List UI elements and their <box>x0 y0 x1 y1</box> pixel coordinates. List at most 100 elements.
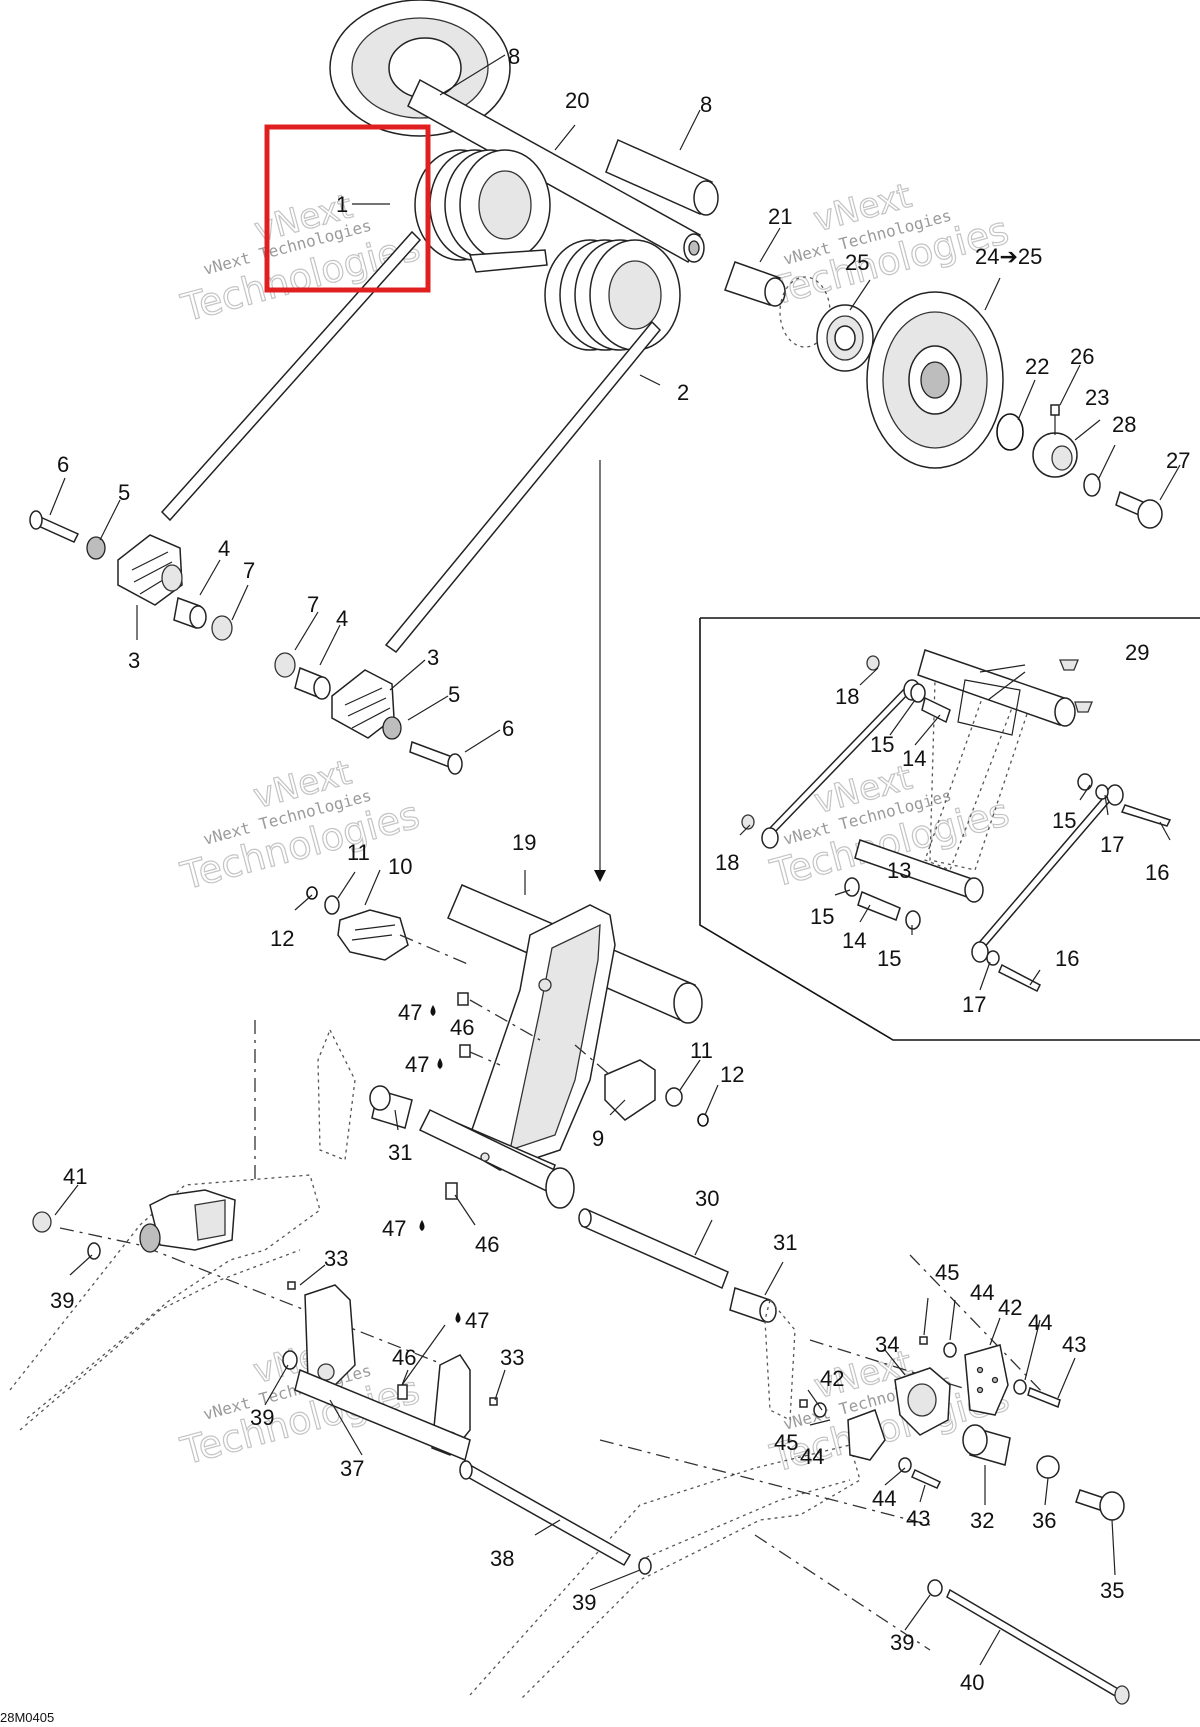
callout-18: 18 <box>835 684 859 709</box>
rear-arm-37 <box>294 1284 471 1462</box>
callout-22: 22 <box>1025 354 1049 379</box>
washer-11-left <box>324 895 340 915</box>
callout-43: 43 <box>1062 1332 1086 1357</box>
callout-39: 39 <box>890 1630 914 1655</box>
callout-45: 45 <box>935 1260 959 1285</box>
callout-46: 46 <box>450 1015 474 1040</box>
nut-7-left <box>211 615 233 641</box>
bushing-31-left <box>369 1085 413 1129</box>
callout-33: 33 <box>500 1345 524 1370</box>
callout-31: 31 <box>773 1230 797 1255</box>
bushing-4-right <box>294 666 331 700</box>
bolt-6-right <box>409 740 463 775</box>
housing-34 <box>894 1367 951 1436</box>
bearing-25 <box>816 304 874 372</box>
pivot-block <box>139 1189 236 1253</box>
callout-47: 47 <box>405 1052 429 1077</box>
callout-35: 35 <box>1100 1578 1124 1603</box>
washer-5-right <box>382 716 402 740</box>
callout-29: 29 <box>1125 640 1149 665</box>
callout-32: 32 <box>970 1508 994 1533</box>
callout-numbers: 1 8 20 8 2 21 25 24➔25 22 26 23 28 27 6 … <box>50 44 1190 1695</box>
callout-15: 15 <box>1052 808 1076 833</box>
callout-42: 42 <box>998 1295 1022 1320</box>
callout-17: 17 <box>962 992 986 1017</box>
callout-6: 6 <box>502 716 514 741</box>
washer-28 <box>1083 473 1101 497</box>
callout-41: 41 <box>63 1164 87 1189</box>
callout-4: 4 <box>218 536 230 561</box>
stopper-10 <box>337 909 471 966</box>
block-42-upper <box>964 1344 1009 1416</box>
callout-16: 16 <box>1055 946 1079 971</box>
callout-37: 37 <box>340 1456 364 1481</box>
callout-12: 12 <box>270 926 294 951</box>
callout-14: 14 <box>902 746 926 771</box>
callout-46: 46 <box>392 1345 416 1370</box>
grease-drops-47 <box>419 1005 461 1323</box>
callout-7: 7 <box>307 592 319 617</box>
callout-47: 47 <box>465 1308 489 1333</box>
callout-45: 45 <box>774 1430 798 1455</box>
callout-36: 36 <box>1032 1508 1056 1533</box>
callout-20: 20 <box>565 88 589 113</box>
long-bolt-40 <box>946 1588 1130 1705</box>
callout-8: 8 <box>508 44 520 69</box>
shaft-30 <box>578 1208 729 1290</box>
callout-39: 39 <box>50 1288 74 1313</box>
nut-7-right <box>274 652 296 678</box>
callout-5: 5 <box>118 480 130 505</box>
callout-44: 44 <box>970 1280 994 1305</box>
idler-wheel-left <box>329 0 511 137</box>
callout-1: 1 <box>336 192 348 217</box>
block-42-lower <box>847 1409 886 1461</box>
drawing-code: 28M0405 <box>0 1710 54 1725</box>
washer-5-left <box>86 536 106 560</box>
callout-2: 2 <box>677 380 689 405</box>
callout-42: 42 <box>820 1366 844 1391</box>
spacer-8 <box>605 138 719 216</box>
callout-5: 5 <box>448 682 460 707</box>
callout-30: 30 <box>695 1186 719 1211</box>
washer-39-c <box>638 1557 652 1575</box>
bolt-6-left <box>29 510 80 543</box>
callout-11: 11 <box>347 840 370 865</box>
inset-hardware <box>741 655 1172 993</box>
callout-14: 14 <box>842 928 866 953</box>
callout-15: 15 <box>877 946 901 971</box>
grease-fitting-46-rear <box>397 1384 408 1400</box>
clip-12-left <box>306 886 318 900</box>
hardware-45-43-upper <box>919 1336 1061 1409</box>
callout-8: 8 <box>700 92 712 117</box>
nut-41 <box>32 1211 52 1233</box>
callout-17: 17 <box>1100 832 1124 857</box>
callout-6: 6 <box>57 452 69 477</box>
grease-fittings-46 <box>445 992 541 1200</box>
clip-12-right <box>697 1113 709 1127</box>
bushing-32 <box>962 1424 1011 1466</box>
callout-39: 39 <box>250 1405 274 1430</box>
bushing-4-left <box>173 596 207 630</box>
callout-15: 15 <box>810 904 834 929</box>
callout-19: 19 <box>512 830 536 855</box>
callout-12: 12 <box>720 1062 744 1087</box>
callout-7: 7 <box>243 558 255 583</box>
callout-11: 11 <box>690 1038 713 1063</box>
callout-10: 10 <box>388 854 412 879</box>
callout-9: 9 <box>592 1126 604 1151</box>
bolt-35 <box>1075 1489 1125 1521</box>
inset-rod-lower <box>971 784 1124 963</box>
dash-centerlines <box>59 1020 1046 1651</box>
front-arm-19 <box>418 884 703 1209</box>
callout-26: 26 <box>1070 344 1094 369</box>
callout-39: 39 <box>572 1590 596 1615</box>
callout-31: 31 <box>388 1140 412 1165</box>
callout-44: 44 <box>1028 1310 1052 1335</box>
callout-46: 46 <box>475 1232 499 1257</box>
retaining-ring-22 <box>996 413 1024 451</box>
washer-39-d <box>927 1579 943 1597</box>
callout-13: 13 <box>887 858 911 883</box>
shaft-38 <box>459 1460 632 1567</box>
callout-3: 3 <box>128 648 140 673</box>
